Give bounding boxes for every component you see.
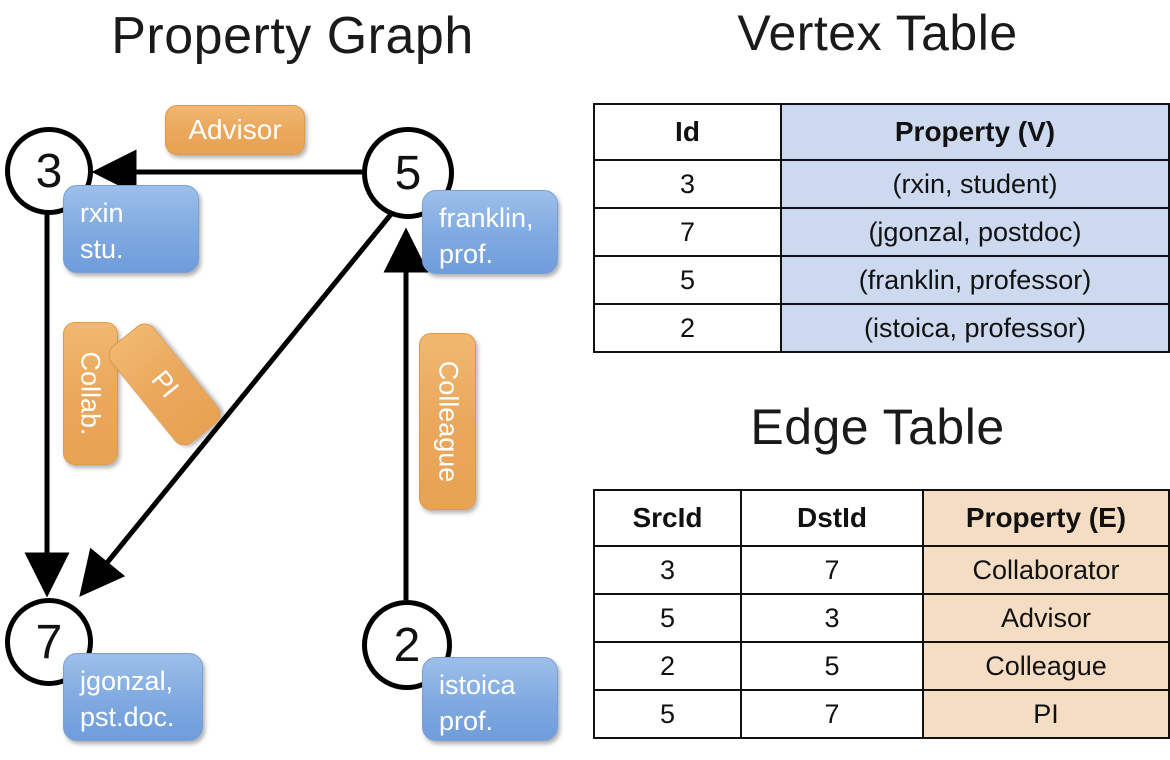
edge-label-advisor: Advisor — [165, 105, 305, 155]
vertex-row-3-id: 2 — [593, 303, 782, 353]
vertex-table-header-row: Id Property (V) — [593, 103, 1170, 161]
edge-row-1-src: 5 — [593, 593, 742, 643]
vertex-property-box-franklin: franklin, prof. — [422, 190, 558, 274]
edge-pi-5-to-7 — [79, 211, 394, 597]
edge-label-collab: Collab. — [63, 322, 118, 465]
edge-label-pi-text: PI — [145, 364, 185, 404]
edge-label-collab-text: Collab. — [76, 351, 107, 436]
edge-row-1-dst: 3 — [740, 593, 924, 643]
edge-table: SrcId DstId Property (E) 3 7 Collaborato… — [593, 489, 1170, 739]
vertex-property-jgonzal-line1: jgonzal, — [80, 666, 174, 696]
edge-row-2-src: 2 — [593, 641, 742, 691]
edge-table-header-srcid: SrcId — [593, 489, 742, 547]
edge-row-2-dst: 5 — [740, 641, 924, 691]
edge-row-0-src: 3 — [593, 545, 742, 595]
vertex-property-franklin-line2: prof. — [439, 238, 494, 269]
table-row[interactable]: 2 (istoica, professor) — [593, 303, 1170, 353]
vertex-node-7-id: 7 — [35, 615, 63, 669]
vertex-property-box-jgonzal: jgonzal, pst.doc. — [63, 653, 203, 741]
vertex-property-box-rxin: rxin stu. — [63, 185, 199, 273]
edge-row-3-dst: 7 — [740, 689, 924, 739]
table-row[interactable]: 2 5 Colleague — [593, 641, 1170, 691]
vertex-row-1-id: 7 — [593, 207, 782, 257]
graph-edges-layer — [24, 149, 429, 600]
edge-label-advisor-text: Advisor — [188, 114, 282, 145]
table-row[interactable]: 5 7 PI — [593, 689, 1170, 739]
page-title-property-graph: Property Graph — [111, 7, 474, 65]
edge-table-header-property: Property (E) — [922, 489, 1170, 547]
vertex-table: Id Property (V) 3 (rxin, student) 7 (jgo… — [593, 103, 1170, 353]
edge-row-1-property: Advisor — [922, 593, 1170, 643]
edge-row-2-property: Colleague — [922, 641, 1170, 691]
table-row[interactable]: 3 (rxin, student) — [593, 159, 1170, 209]
vertex-row-0-property: (rxin, student) — [780, 159, 1170, 209]
vertex-row-2-property: (franklin, professor) — [780, 255, 1170, 305]
edge-label-colleague-text: Colleague — [433, 360, 463, 483]
vertex-row-3-property: (istoica, professor) — [780, 303, 1170, 353]
vertex-property-rxin-line1: rxin — [80, 198, 124, 228]
table-row[interactable]: 7 (jgonzal, postdoc) — [593, 207, 1170, 257]
page-title-edge-table: Edge Table — [750, 399, 1005, 455]
edge-label-colleague: Colleague — [419, 333, 476, 510]
edge-row-3-src: 5 — [593, 689, 742, 739]
vertex-row-1-property: (jgonzal, postdoc) — [780, 207, 1170, 257]
vertex-node-5[interactable]: 5 — [362, 127, 454, 219]
vertex-property-jgonzal-line2: pst.doc. — [80, 701, 175, 732]
vertex-property-istoica-line2: prof. — [439, 705, 494, 736]
vertex-property-franklin-line1: franklin, — [439, 203, 534, 233]
vertex-property-rxin-line2: stu. — [80, 233, 124, 264]
page-title-vertex-table: Vertex Table — [737, 5, 1018, 61]
vertex-node-2[interactable]: 2 — [362, 600, 452, 690]
vertex-property-box-istoica: istoica prof. — [422, 657, 558, 741]
edge-row-3-property: PI — [922, 689, 1170, 739]
edge-table-header-dstid: DstId — [740, 489, 924, 547]
edge-row-0-dst: 7 — [740, 545, 924, 595]
table-row[interactable]: 5 (franklin, professor) — [593, 255, 1170, 305]
vertex-row-0-id: 3 — [593, 159, 782, 209]
vertex-table-header-property: Property (V) — [780, 103, 1170, 161]
vertex-row-2-id: 5 — [593, 255, 782, 305]
table-row[interactable]: 5 3 Advisor — [593, 593, 1170, 643]
vertex-table-header-id: Id — [593, 103, 782, 161]
vertex-node-2-id: 2 — [393, 618, 421, 672]
vertex-node-5-id: 5 — [394, 146, 422, 200]
table-row[interactable]: 3 7 Collaborator — [593, 545, 1170, 595]
edge-table-header-row: SrcId DstId Property (E) — [593, 489, 1170, 547]
edge-row-0-property: Collaborator — [922, 545, 1170, 595]
vertex-property-istoica-line1: istoica — [439, 670, 516, 700]
vertex-node-3-id: 3 — [35, 144, 63, 198]
